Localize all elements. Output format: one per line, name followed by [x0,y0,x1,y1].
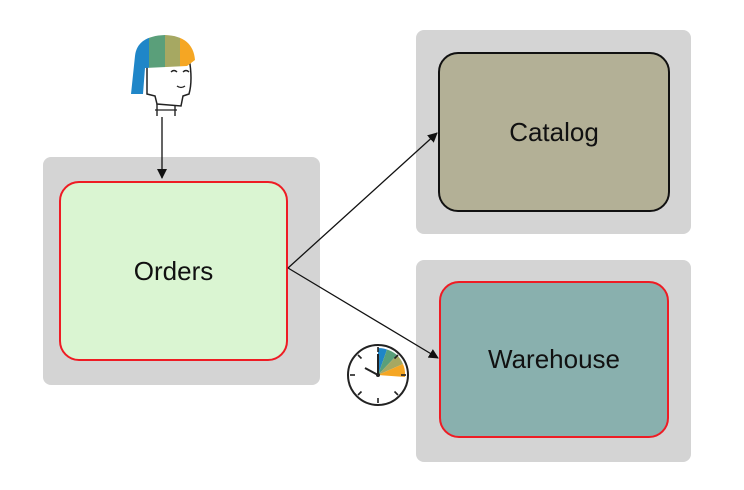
warehouse-service[interactable]: Warehouse [439,281,669,438]
clock-icon [347,344,409,406]
warehouse-label: Warehouse [488,344,620,374]
catalog-label: Catalog [509,116,599,147]
catalog-service[interactable]: Catalog [438,52,670,212]
user-icon [131,35,195,116]
orders-to-warehouse-arrow [287,267,439,359]
orders-to-catalog-arrow [287,132,438,269]
orders-label: Orders [133,255,214,286]
orders-service[interactable]: Orders [59,181,288,361]
